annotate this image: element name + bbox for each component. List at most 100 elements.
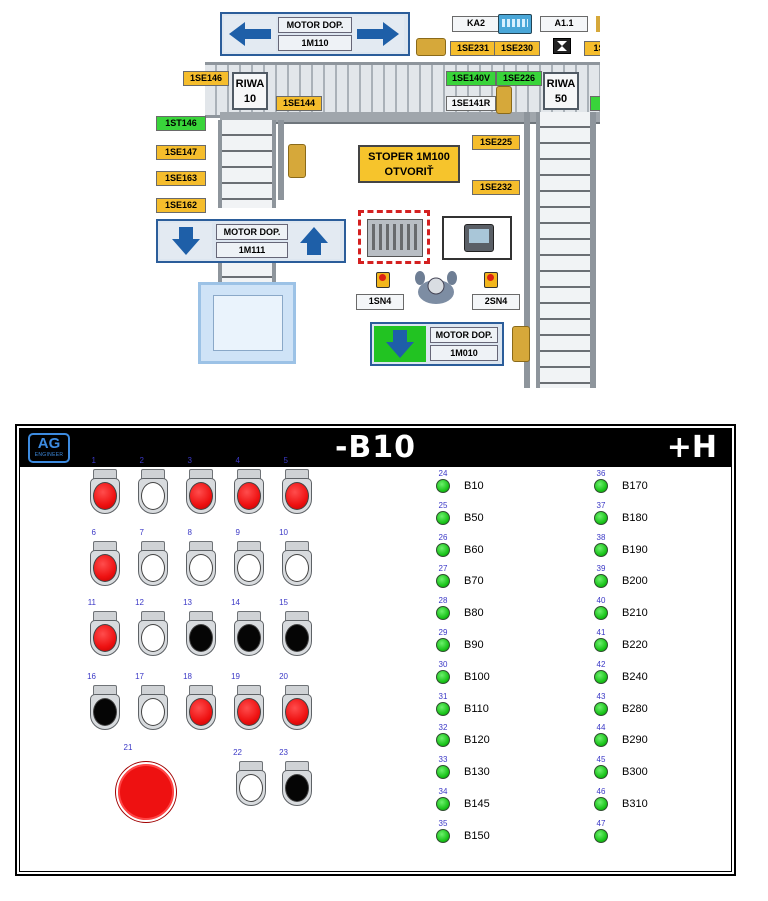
- conveyor-scene: MOTOR DOP. 1M110 KA2 A1.1 1SE231 1SE230 …: [150, 0, 600, 388]
- ka2-label: KA2: [452, 16, 500, 32]
- e-stop-small-icon[interactable]: [484, 272, 498, 288]
- stoper-open-button[interactable]: STOPER 1M100 OTVORIŤ: [358, 145, 460, 183]
- sensor-label: B150: [464, 829, 490, 842]
- pushbutton-lamp: [141, 482, 165, 510]
- sensor-tag-1se141r[interactable]: 1SE141R: [446, 96, 496, 111]
- pushbutton-23[interactable]: 23: [279, 748, 312, 807]
- sensor-status-icon: [594, 479, 608, 493]
- motor-1m010-id: 1M010: [430, 345, 498, 361]
- sensor-tag-1se146[interactable]: 1SE146: [183, 71, 229, 86]
- sensor-status-icon: [436, 765, 450, 780]
- pushbutton-22[interactable]: 22: [233, 748, 266, 807]
- pushbutton-11[interactable]: 11: [88, 598, 120, 657]
- right-conveyor-frame-left: [524, 112, 530, 388]
- e-stop-small-icon[interactable]: [376, 272, 390, 288]
- riwa-50[interactable]: RIWA 50: [543, 72, 579, 110]
- hmi-terminal-icon[interactable]: [442, 216, 512, 260]
- logo-text: AG: [37, 435, 61, 452]
- motor-1m110-label: MOTOR DOP.: [278, 17, 352, 33]
- sensor-status-icon: [436, 828, 450, 843]
- pushbutton-1[interactable]: 1: [90, 456, 120, 515]
- pushbutton-number: 16: [87, 672, 96, 681]
- pushbutton-7[interactable]: 7: [138, 528, 168, 587]
- sensor-tag-1se225[interactable]: 1SE225: [472, 135, 520, 150]
- pushbutton-12[interactable]: 12: [135, 598, 168, 657]
- sensor-number: 43: [596, 691, 606, 701]
- pushbutton-17[interactable]: 17: [135, 672, 168, 731]
- riwa-50-line1: RIWA: [546, 78, 576, 90]
- a11-switch-icon[interactable]: [553, 38, 571, 54]
- pushbutton-number: 2: [139, 456, 144, 465]
- pushbutton-10[interactable]: 10: [279, 528, 312, 587]
- pushbutton-3[interactable]: 3: [186, 456, 216, 515]
- stoper-line1: STOPER 1M100: [368, 151, 450, 163]
- pushbutton-16[interactable]: 16: [87, 672, 120, 731]
- sensor-tag-1se230[interactable]: 1SE230: [494, 41, 540, 56]
- arrow-up-button[interactable]: [288, 223, 340, 259]
- machine-station-icon[interactable]: [198, 282, 296, 364]
- pushbutton-6[interactable]: 6: [90, 528, 120, 587]
- sensor-tag-1st146[interactable]: 1ST146: [156, 116, 206, 131]
- pushbutton-20[interactable]: 20: [279, 672, 312, 731]
- left-conveyor: [218, 120, 276, 208]
- pushbutton-number: 20: [279, 672, 288, 681]
- sensor-status-icon: [436, 638, 450, 652]
- sensor-label: B200: [622, 575, 648, 588]
- sensor-status-icon: [594, 669, 608, 684]
- sensor-tag-1se140v[interactable]: 1SE140V: [446, 71, 496, 86]
- sensor-status-icon: [594, 606, 608, 621]
- pushbutton-9[interactable]: 9: [234, 528, 264, 587]
- motor-1m010[interactable]: MOTOR DOP. 1M010: [370, 322, 504, 366]
- sensor-tag-green-edge: [590, 96, 600, 111]
- sensor-status-icon: [436, 574, 450, 589]
- control-panel-icon[interactable]: [358, 210, 430, 264]
- sensor-tag-1s[interactable]: 1S: [584, 41, 600, 56]
- sensor-number: 24: [438, 469, 448, 478]
- sensor-tag-1se144[interactable]: 1SE144: [276, 96, 322, 111]
- arrow-left-button[interactable]: [224, 16, 276, 52]
- pushbutton-18[interactable]: 18: [183, 672, 216, 731]
- arrow-right-button[interactable]: [352, 16, 404, 52]
- pushbutton-13[interactable]: 13: [183, 598, 216, 657]
- sensor-number: 28: [438, 596, 448, 606]
- sensor-number: 41: [596, 628, 606, 637]
- sensor-tag-1se226[interactable]: 1SE226: [496, 71, 542, 86]
- right-conveyor-frame: [590, 112, 596, 388]
- pushbutton-4[interactable]: 4: [234, 456, 264, 515]
- sensor-number: 33: [438, 755, 448, 765]
- arrow-up-icon: [300, 227, 328, 255]
- sensor-tag-1se163[interactable]: 1SE163: [156, 171, 206, 186]
- sensor-status-icon: [436, 797, 450, 811]
- motor-1m111[interactable]: MOTOR DOP. 1M111: [156, 219, 346, 263]
- sensor-label: B50: [464, 511, 484, 524]
- motor-1m010-label: MOTOR DOP.: [430, 327, 498, 343]
- sensor-tag-1se232[interactable]: 1SE232: [472, 180, 520, 195]
- emergency-stop-button[interactable]: [116, 762, 176, 822]
- arrow-down-active-button[interactable]: [374, 326, 426, 362]
- motor-1m110[interactable]: MOTOR DOP. 1M110: [220, 12, 410, 56]
- label-2sn4: 2SN4: [472, 294, 520, 310]
- sensor-status-icon: [594, 638, 608, 652]
- sensor-status-icon: [594, 510, 608, 525]
- pushbutton-number: 15: [279, 598, 288, 607]
- pushbutton-5[interactable]: 5: [282, 456, 312, 515]
- sensor-tag-1se231[interactable]: 1SE231: [450, 41, 496, 56]
- sensor-label: B110: [464, 702, 489, 715]
- pushbutton-15[interactable]: 15: [279, 598, 312, 657]
- pushbutton-2[interactable]: 2: [138, 456, 168, 515]
- riwa-10-line2: 10: [243, 93, 257, 105]
- ka2-module-icon[interactable]: [498, 14, 532, 34]
- pushbutton-19[interactable]: 19: [231, 672, 264, 731]
- pushbutton-number: 12: [135, 598, 144, 607]
- pushbutton-14[interactable]: 14: [231, 598, 264, 657]
- sensor-tag-1se147[interactable]: 1SE147: [156, 145, 206, 160]
- riwa-10[interactable]: RIWA 10: [232, 72, 268, 110]
- sensor-number: 38: [596, 532, 606, 542]
- pushbutton-8[interactable]: 8: [186, 528, 216, 587]
- sensor-status-icon: [436, 701, 450, 716]
- sensor-number: 47: [596, 818, 606, 828]
- sensor-tag-1se162[interactable]: 1SE162: [156, 198, 206, 213]
- arrow-down-button[interactable]: [160, 223, 212, 259]
- pushbutton-lamp: [189, 624, 213, 652]
- sensor-label: B300: [622, 766, 648, 779]
